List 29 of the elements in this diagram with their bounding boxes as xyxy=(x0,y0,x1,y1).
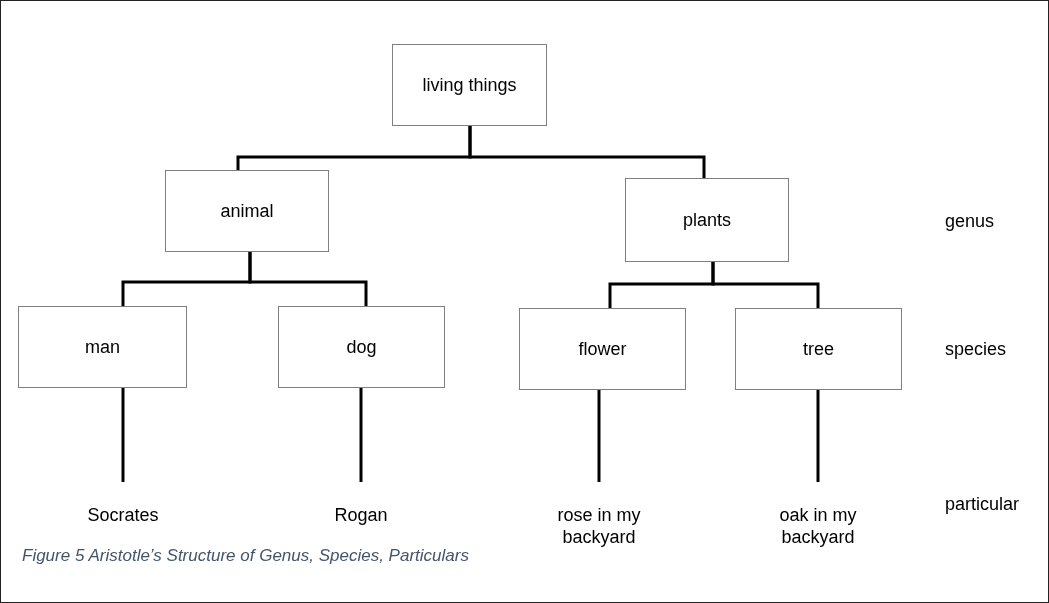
example-label: oak in my backyard xyxy=(753,482,883,550)
category-box xyxy=(519,308,686,390)
connector-line xyxy=(468,126,706,178)
example-label: Socrates xyxy=(63,482,183,528)
category-box xyxy=(278,306,445,388)
node-label: flower xyxy=(577,338,628,360)
node-label: plants xyxy=(681,209,732,231)
node-label: tree xyxy=(802,338,835,360)
connector-line xyxy=(597,390,601,482)
level-label: species xyxy=(945,339,1007,360)
node-label: living things xyxy=(421,74,518,96)
node-label: man xyxy=(84,336,121,358)
level-label: particular xyxy=(945,494,1020,515)
category-box xyxy=(392,44,547,126)
category-box xyxy=(735,308,902,390)
node-label: animal xyxy=(219,200,275,222)
node-label: dog xyxy=(345,336,378,358)
connector-line xyxy=(359,388,363,482)
connector-line xyxy=(248,252,368,306)
category-box xyxy=(625,178,789,262)
level-label: genus xyxy=(945,211,995,232)
category-box xyxy=(18,306,187,388)
example-label: rose in my backyard xyxy=(534,482,664,550)
figure-caption: Figure 5 Aristotle’s Structure of Genus, Species, Particulars xyxy=(22,546,469,566)
connector-line xyxy=(816,390,820,482)
connector-line xyxy=(121,388,125,482)
connector-line xyxy=(711,262,820,308)
example-label: Rogan xyxy=(301,482,421,528)
category-box xyxy=(165,170,329,252)
